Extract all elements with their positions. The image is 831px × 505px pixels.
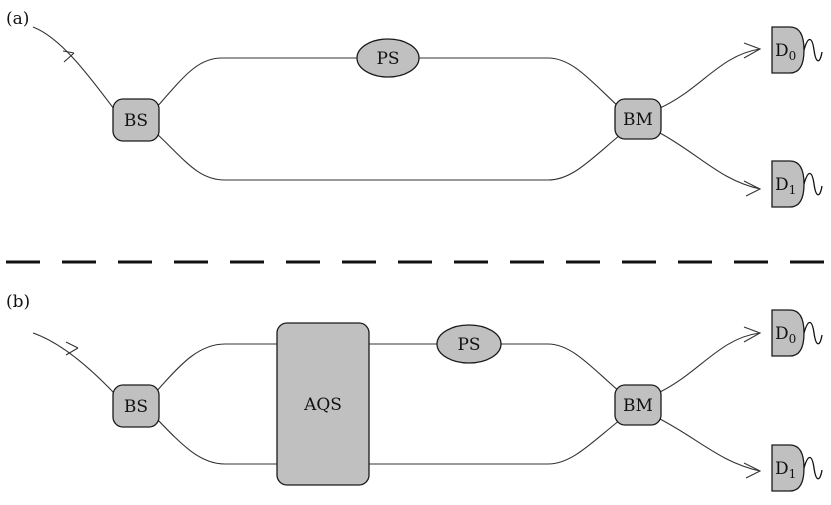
lower-arm [155, 132, 621, 181]
detector-b-1-label: D [775, 459, 789, 479]
beam-merger-b-label: BM [623, 396, 653, 416]
upper-arm-right [501, 343, 621, 393]
output-arrow-1-icon [743, 462, 762, 479]
signal-wave-icon [803, 38, 823, 62]
detector-b-1: D1 [771, 444, 823, 492]
lower-arm-left [155, 417, 277, 465]
svg-text:D0: D0 [775, 324, 796, 346]
detector-a-0-sub: 0 [789, 49, 797, 63]
output-arrow-1-icon [743, 180, 762, 197]
svg-text:D1: D1 [775, 459, 796, 481]
detector-b-1-sub: 1 [789, 467, 797, 481]
input-beam [32, 26, 115, 110]
phase-shifter-b [436, 324, 502, 364]
output-beam-0 [659, 48, 761, 109]
beam-merger-b [614, 384, 662, 426]
output-beam-0 [659, 332, 761, 393]
beam-splitter-b-label: BS [124, 397, 148, 417]
phase-shifter-b-label: PS [457, 335, 480, 355]
beam-splitter-a [112, 98, 160, 142]
upper-arm-left [155, 343, 277, 393]
svg-text:D1: D1 [775, 175, 796, 197]
upper-arm-right [419, 57, 621, 109]
beam-splitter-a-label: BS [124, 111, 148, 131]
detector-b-0: D0 [771, 309, 823, 357]
signal-wave-icon [803, 172, 823, 196]
input-beam [32, 332, 115, 394]
detector-b-0-sub: 0 [789, 332, 797, 346]
aqs-device [276, 322, 370, 486]
beam-merger-a-label: BM [623, 110, 653, 130]
output-beam-1 [659, 132, 761, 190]
detector-a-0-label: D [775, 41, 789, 61]
detector-a-0: D0 [771, 26, 823, 74]
svg-text:D0: D0 [775, 41, 796, 63]
phase-shifter-a [356, 38, 420, 78]
beam-splitter-b [112, 384, 160, 428]
lower-arm-right [369, 419, 621, 465]
output-arrow-0-icon [743, 326, 762, 343]
detector-a-1: D1 [771, 160, 823, 208]
beam-merger-a [614, 98, 662, 140]
detector-a-1-sub: 1 [789, 183, 797, 197]
signal-wave-icon [803, 456, 823, 480]
signal-wave-icon [803, 321, 823, 345]
panel-b: (b) BS AQS PS BM D0 [6, 292, 823, 492]
panel-a: (a) BS PS BM D0 D1 [6, 9, 823, 208]
upper-arm-left [155, 57, 357, 109]
input-arrow-icon [65, 341, 79, 356]
detector-b-0-label: D [775, 324, 789, 344]
panel-b-tag: (b) [6, 292, 30, 312]
input-arrow-icon [62, 50, 75, 63]
aqs-device-label: AQS [303, 395, 342, 415]
phase-shifter-a-label: PS [376, 49, 399, 69]
detector-a-1-label: D [775, 175, 789, 195]
output-beam-1 [659, 418, 761, 472]
output-arrow-0-icon [743, 42, 762, 59]
panel-a-tag: (a) [6, 9, 29, 29]
